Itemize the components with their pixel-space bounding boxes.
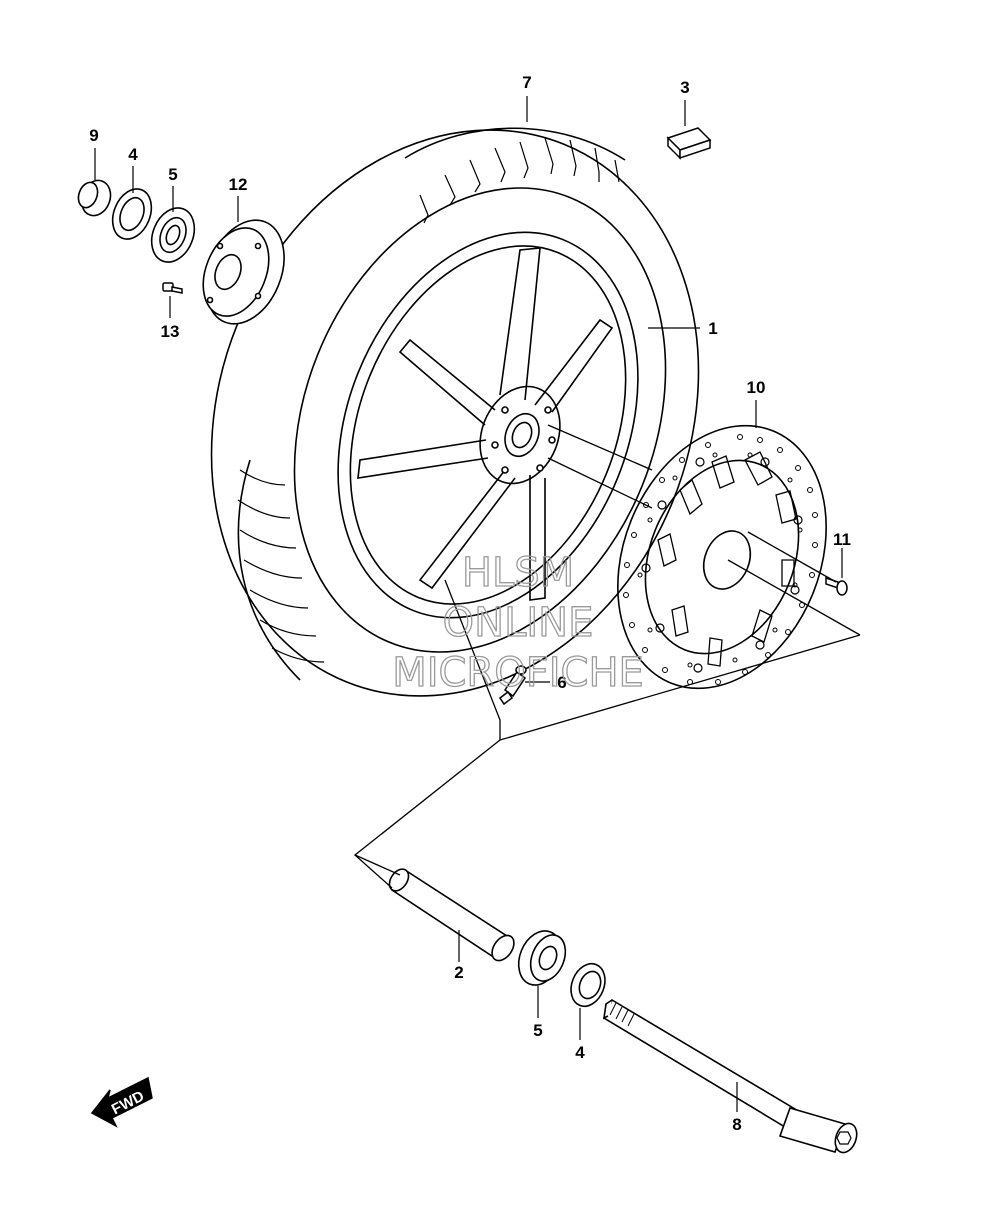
watermark-line-1: HLSM	[462, 550, 574, 596]
tire[interactable]	[128, 56, 781, 770]
connector-lines	[353, 424, 861, 889]
bearing-right[interactable]	[511, 925, 572, 992]
label-oil-seal-right: 4	[575, 1043, 585, 1062]
collar[interactable]	[75, 176, 115, 219]
sprocket-hub[interactable]	[191, 208, 299, 335]
oil-seal-left[interactable]	[106, 183, 159, 245]
label-balance-weight: 3	[680, 78, 689, 97]
disc-bolt[interactable]	[825, 576, 848, 596]
label-brake-disc: 10	[747, 378, 766, 397]
label-bearing-left: 5	[168, 165, 177, 184]
watermark: HLSM ONLINE MICROFICHE	[392, 549, 645, 696]
label-tire: 7	[522, 73, 531, 92]
brake-disc[interactable]	[580, 394, 864, 720]
label-wheel: 1	[708, 319, 717, 338]
valve[interactable]	[498, 665, 527, 706]
label-axle: 8	[732, 1115, 741, 1134]
label-spacer: 2	[454, 963, 463, 982]
spacer[interactable]	[386, 866, 519, 965]
leader-lines	[94, 96, 843, 1112]
watermark-line-2: ONLINE	[443, 600, 594, 646]
label-collar: 9	[89, 126, 98, 145]
hub-bolt[interactable]	[162, 282, 183, 294]
label-hub-bolt: 13	[161, 322, 180, 341]
axle[interactable]	[602, 998, 861, 1156]
label-oil-seal-left: 4	[128, 145, 138, 164]
label-disc-bolt: 11	[833, 530, 851, 549]
bearing-left[interactable]	[144, 202, 202, 269]
label-sprocket-hub: 12	[229, 175, 248, 194]
label-bearing-right: 5	[533, 1021, 542, 1040]
label-valve: 6	[557, 673, 566, 692]
callout-labels: 7 3 9 4 5 12 13 1 10 11 6 2 5 4 8	[89, 73, 851, 1134]
wheel[interactable]	[283, 187, 692, 663]
balance-weight[interactable]	[666, 127, 712, 160]
watermark-line-3: MICROFICHE	[392, 650, 644, 696]
oil-seal-right[interactable]	[565, 959, 611, 1012]
fwd-arrow: FWD	[90, 1076, 153, 1128]
